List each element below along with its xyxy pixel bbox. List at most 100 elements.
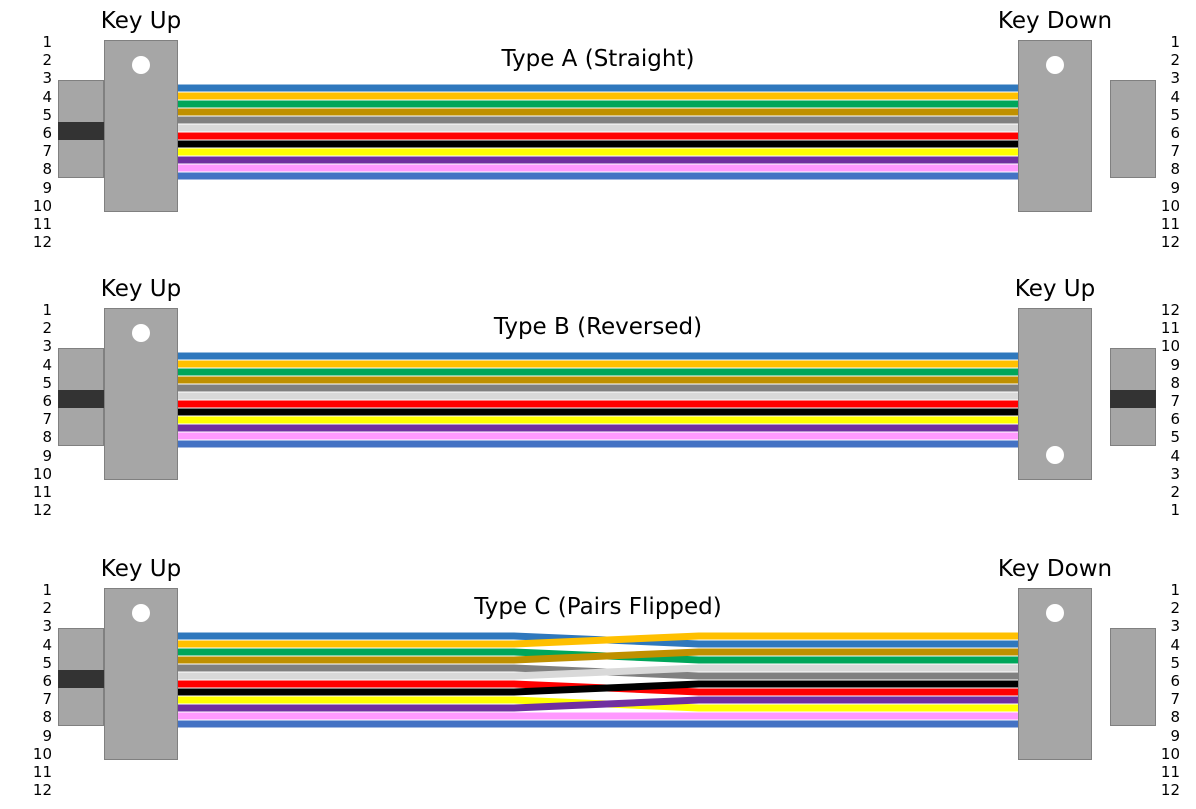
pin-number: 9: [1170, 178, 1180, 197]
pin-number: 1: [42, 301, 52, 319]
pin-number: 11: [32, 482, 52, 501]
key-label-right: Key Down: [997, 556, 1113, 582]
pin-number: 11: [1160, 762, 1180, 781]
pin-number: 4: [42, 635, 52, 654]
pin-number: 7: [1170, 142, 1180, 161]
connector-latch-tab-right: [1110, 628, 1156, 726]
connector-key-band-left: [58, 122, 104, 140]
pin-number: 10: [1160, 337, 1180, 356]
pin-number: 1: [1170, 501, 1180, 520]
pin-number: 5: [1170, 428, 1180, 447]
connector-key-dot-right: [1046, 56, 1064, 74]
pin-number: 7: [1170, 391, 1180, 410]
pin-number: 4: [1170, 446, 1180, 465]
connector-key-band-right: [1110, 390, 1156, 408]
pin-number: 2: [1170, 599, 1180, 618]
pin-number: 2: [42, 599, 52, 618]
pin-number: 10: [1160, 744, 1180, 763]
pin-number: 8: [1170, 373, 1180, 392]
pin-number: 6: [1170, 123, 1180, 142]
key-label-right: Key Up: [1014, 276, 1096, 302]
pin-number: 4: [1170, 87, 1180, 106]
connector-key-dot-left: [132, 56, 150, 74]
pin-number: 10: [32, 744, 52, 763]
pin-number: 7: [42, 410, 52, 429]
key-label-left: Key Up: [100, 8, 182, 34]
pin-number: 9: [1170, 726, 1180, 745]
pin-number: 4: [42, 87, 52, 106]
wire-orange: [178, 632, 1018, 648]
pin-number: 10: [32, 464, 52, 483]
key-label-left: Key Up: [100, 276, 182, 302]
wire-purple: [178, 696, 1018, 712]
pin-number: 11: [32, 762, 52, 781]
wire-black: [178, 680, 1018, 696]
connector-key-dot-left: [132, 324, 150, 342]
pin-number: 8: [1170, 160, 1180, 179]
pin-number: 6: [42, 671, 52, 690]
pin-number: 9: [42, 178, 52, 197]
panel-title: Type A (Straight): [501, 46, 695, 72]
pin-number: 5: [1170, 105, 1180, 124]
pin-number: 6: [1170, 410, 1180, 429]
pin-number: 12: [1160, 781, 1180, 800]
wire-lightgray: [178, 664, 1018, 680]
pin-number: 9: [42, 726, 52, 745]
pin-number: 1: [1170, 581, 1180, 599]
pin-number: 3: [42, 69, 52, 88]
wire-bundle: [178, 632, 1018, 728]
wire-brown: [178, 648, 1018, 664]
pin-number: 6: [42, 391, 52, 410]
pin-number: 4: [1170, 635, 1180, 654]
connector-key-band-left: [58, 670, 104, 688]
pin-number: 3: [42, 337, 52, 356]
pin-number: 5: [1170, 653, 1180, 672]
pin-number: 5: [42, 373, 52, 392]
pin-number: 7: [42, 690, 52, 709]
pin-number: 5: [42, 653, 52, 672]
pin-number: 6: [42, 123, 52, 142]
pin-number: 2: [1170, 51, 1180, 70]
pin-number: 9: [1170, 355, 1180, 374]
panel-title: Type B (Reversed): [493, 314, 703, 340]
pin-number: 1: [1170, 33, 1180, 51]
pin-number: 10: [1160, 196, 1180, 215]
pin-number: 8: [1170, 708, 1180, 727]
key-label-left: Key Up: [100, 556, 182, 582]
pin-number: 3: [42, 617, 52, 636]
connector-key-dot-left: [132, 604, 150, 622]
panel-title: Type C (Pairs Flipped): [474, 594, 722, 620]
pin-number: 11: [1160, 319, 1180, 338]
pin-number: 12: [1160, 301, 1180, 319]
pin-number: 6: [1170, 671, 1180, 690]
pin-number: 5: [42, 105, 52, 124]
pin-number: 12: [32, 781, 52, 800]
connector-key-dot-right: [1046, 604, 1064, 622]
pin-number: 11: [1160, 214, 1180, 233]
pin-number: 3: [1170, 617, 1180, 636]
pin-number: 9: [42, 446, 52, 465]
pin-number: 12: [32, 501, 52, 520]
pin-number: 10: [32, 196, 52, 215]
pin-number: 2: [42, 319, 52, 338]
wire-bundle: [178, 352, 1018, 448]
pin-number: 3: [1170, 464, 1180, 483]
pin-number: 3: [1170, 69, 1180, 88]
pin-number: 2: [42, 51, 52, 70]
pin-number: 7: [1170, 690, 1180, 709]
connector-key-band-left: [58, 390, 104, 408]
pin-number: 7: [42, 142, 52, 161]
pin-number: 12: [32, 233, 52, 252]
pin-number: 8: [42, 708, 52, 727]
pin-number: 4: [42, 355, 52, 374]
pin-number: 2: [1170, 482, 1180, 501]
pin-number: 11: [32, 214, 52, 233]
connector-latch-tab-right: [1110, 80, 1156, 178]
connector-key-dot-right: [1046, 446, 1064, 464]
